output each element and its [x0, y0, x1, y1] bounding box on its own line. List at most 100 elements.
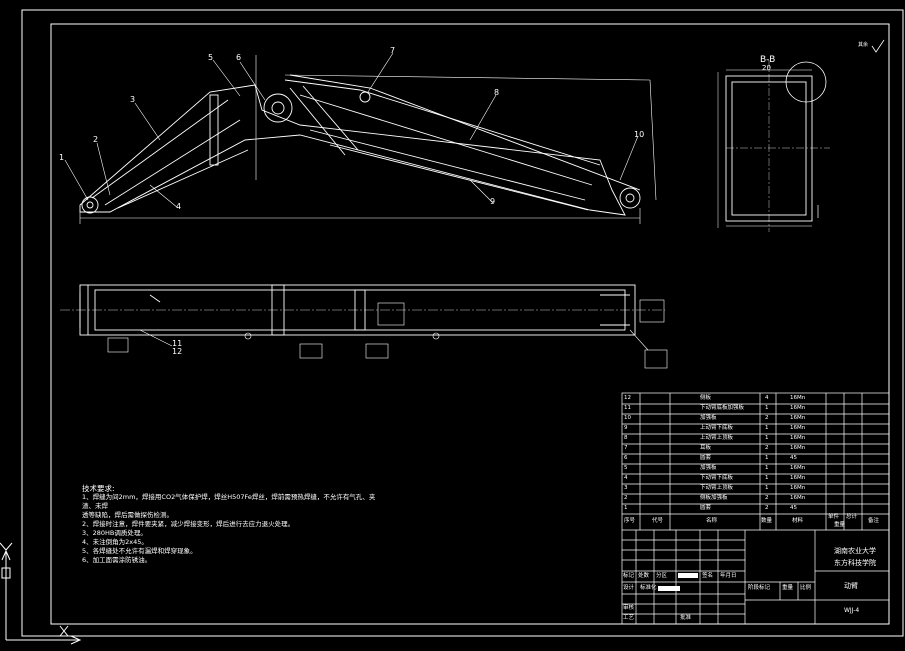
hdr-total: 总计 — [846, 514, 858, 520]
parts-row-name: 下动臂上顶板 — [700, 485, 734, 491]
tb-scale: 比例 — [800, 585, 812, 591]
tb-process: 工艺 — [623, 615, 635, 621]
parts-row-mat: 45 — [790, 505, 797, 511]
parts-row-name: 下动臂下底板 — [700, 475, 734, 481]
inner-frame — [50, 23, 890, 625]
note-line: 4、未注倒角为2x45。 — [82, 538, 148, 546]
title-block-grid — [621, 392, 890, 625]
parts-row-qty: 2 — [765, 445, 769, 451]
parts-row-no: 8 — [624, 435, 628, 441]
boom-plan-view — [60, 284, 668, 369]
tb-mark: 标记 — [623, 573, 635, 579]
note-line: 透等缺陷，焊后需做探伤检测。 — [82, 511, 173, 519]
parts-row-name: 上动臂下底板 — [700, 425, 734, 431]
parts-row-qty: 1 — [765, 455, 769, 461]
school-name-2: 东方科技学院 — [834, 559, 876, 567]
callout-9: 9 — [490, 197, 496, 206]
callout-4: 4 — [176, 202, 182, 211]
tb-stage: 阶段标记 — [748, 585, 771, 591]
parts-row-qty: 2 — [765, 495, 769, 501]
callout-5: 5 — [208, 53, 214, 62]
section-b-b — [717, 60, 830, 232]
technical-requirements: 技术要求: 1、焊缝为间2mm，焊接用CO2气体保护焊，焊丝H507Fe焊丝，焊… — [82, 484, 382, 565]
note-line: 5、各焊缝处不允许有漏焊和焊穿现象。 — [82, 547, 197, 555]
parts-row-mat: 16Mn — [790, 485, 806, 491]
ucs-icon — [0, 542, 82, 645]
roughness-symbol — [871, 39, 885, 53]
section-label: B-B — [760, 55, 776, 65]
part-name: 动臂 — [844, 582, 858, 590]
callout-11: 11 — [172, 339, 183, 348]
drawing-number: WJJ-4 — [844, 607, 860, 614]
callout-2: 2 — [93, 135, 99, 144]
parts-row-no: 9 — [624, 425, 628, 431]
tb-review: 审核 — [623, 605, 635, 611]
parts-row-name: 上动臂上顶板 — [700, 435, 734, 441]
tb-design: 设计 — [623, 585, 635, 591]
note-line: 1、焊缝为间2mm，焊接用CO2气体保护焊，焊丝H507Fe焊丝，焊前需预热焊缝… — [82, 493, 376, 510]
tb-approve: 批准 — [680, 615, 692, 621]
parts-row-mat: 16Mn — [790, 415, 806, 421]
parts-row-mat: 16Mn — [790, 405, 806, 411]
callout-3: 3 — [130, 95, 136, 104]
parts-row-no: 10 — [624, 415, 631, 421]
section-dim: 20 — [762, 64, 771, 72]
parts-row-no: 7 — [624, 445, 628, 451]
parts-row-qty: 1 — [765, 475, 769, 481]
tb-count: 处数 — [638, 573, 650, 579]
parts-row-name: 加强板 — [700, 465, 717, 471]
parts-row-qty: 2 — [765, 415, 769, 421]
parts-row-qty: 1 — [765, 405, 769, 411]
hdr-name: 名称 — [706, 518, 718, 524]
boom-front-view — [64, 52, 657, 224]
note-line: 6、加工面需涂防锈油。 — [82, 556, 152, 564]
parts-row-mat: 16Mn — [790, 425, 806, 431]
parts-row-no: 3 — [624, 485, 628, 491]
parts-row-mat: 45 — [790, 455, 797, 461]
hdr-remark: 备注 — [868, 518, 880, 524]
hdr-code: 代号 — [652, 518, 664, 524]
parts-row-qty: 1 — [765, 485, 769, 491]
parts-row-mat: 16Mn — [790, 475, 806, 481]
parts-row-mat: 16Mn — [790, 495, 806, 501]
hdr-no: 序号 — [624, 518, 636, 524]
note-line: 3、280HB调质处理。 — [82, 529, 147, 537]
callout-10: 10 — [634, 130, 645, 139]
tb-standardize: 标准化 — [640, 585, 657, 591]
parts-row-no: 11 — [624, 405, 631, 411]
parts-row-name: 圆套 — [700, 455, 712, 461]
school-name-1: 湖南农业大学 — [834, 547, 876, 555]
parts-row-no: 5 — [624, 465, 628, 471]
callout-6: 6 — [236, 53, 242, 62]
tb-weight: 重量 — [782, 585, 794, 591]
parts-row-no: 12 — [624, 395, 631, 401]
parts-row-qty: 2 — [765, 505, 769, 511]
parts-row-qty: 1 — [765, 435, 769, 441]
tb-sign: 签名 — [702, 573, 714, 579]
parts-row-no: 4 — [624, 475, 628, 481]
parts-row-qty: 1 — [765, 425, 769, 431]
parts-row-no: 2 — [624, 495, 628, 501]
parts-row-mat: 16Mn — [790, 435, 806, 441]
parts-row-name: 耳板 — [700, 445, 712, 451]
hdr-mat: 材料 — [792, 518, 804, 524]
parts-row-name: 下动臂底板加强板 — [700, 405, 745, 411]
hdr-single: 单件 — [828, 514, 840, 520]
parts-row-no: 6 — [624, 455, 628, 461]
callout-1: 1 — [59, 153, 65, 162]
parts-row-mat: 16Mn — [790, 445, 806, 451]
note-line: 2、焊接时注意，焊件要夹紧，减少焊接变形，焊后进行去应力退火处理。 — [82, 520, 295, 528]
parts-row-name: 加强板 — [700, 415, 717, 421]
tb-date: 年月日 — [720, 573, 737, 579]
tb-zone: 分区 — [656, 573, 668, 579]
callout-12: 12 — [172, 347, 183, 356]
notes-title: 技术要求: — [82, 484, 115, 493]
callout-7: 7 — [390, 46, 396, 55]
parts-row-qty: 1 — [765, 465, 769, 471]
parts-row-name: 侧板 — [700, 395, 712, 401]
parts-row-qty: 4 — [765, 395, 769, 401]
parts-row-mat: 16Mn — [790, 395, 806, 401]
hdr-weight: 重量 — [834, 522, 846, 528]
hdr-qty: 数量 — [761, 518, 773, 524]
outer-frame — [21, 9, 904, 637]
